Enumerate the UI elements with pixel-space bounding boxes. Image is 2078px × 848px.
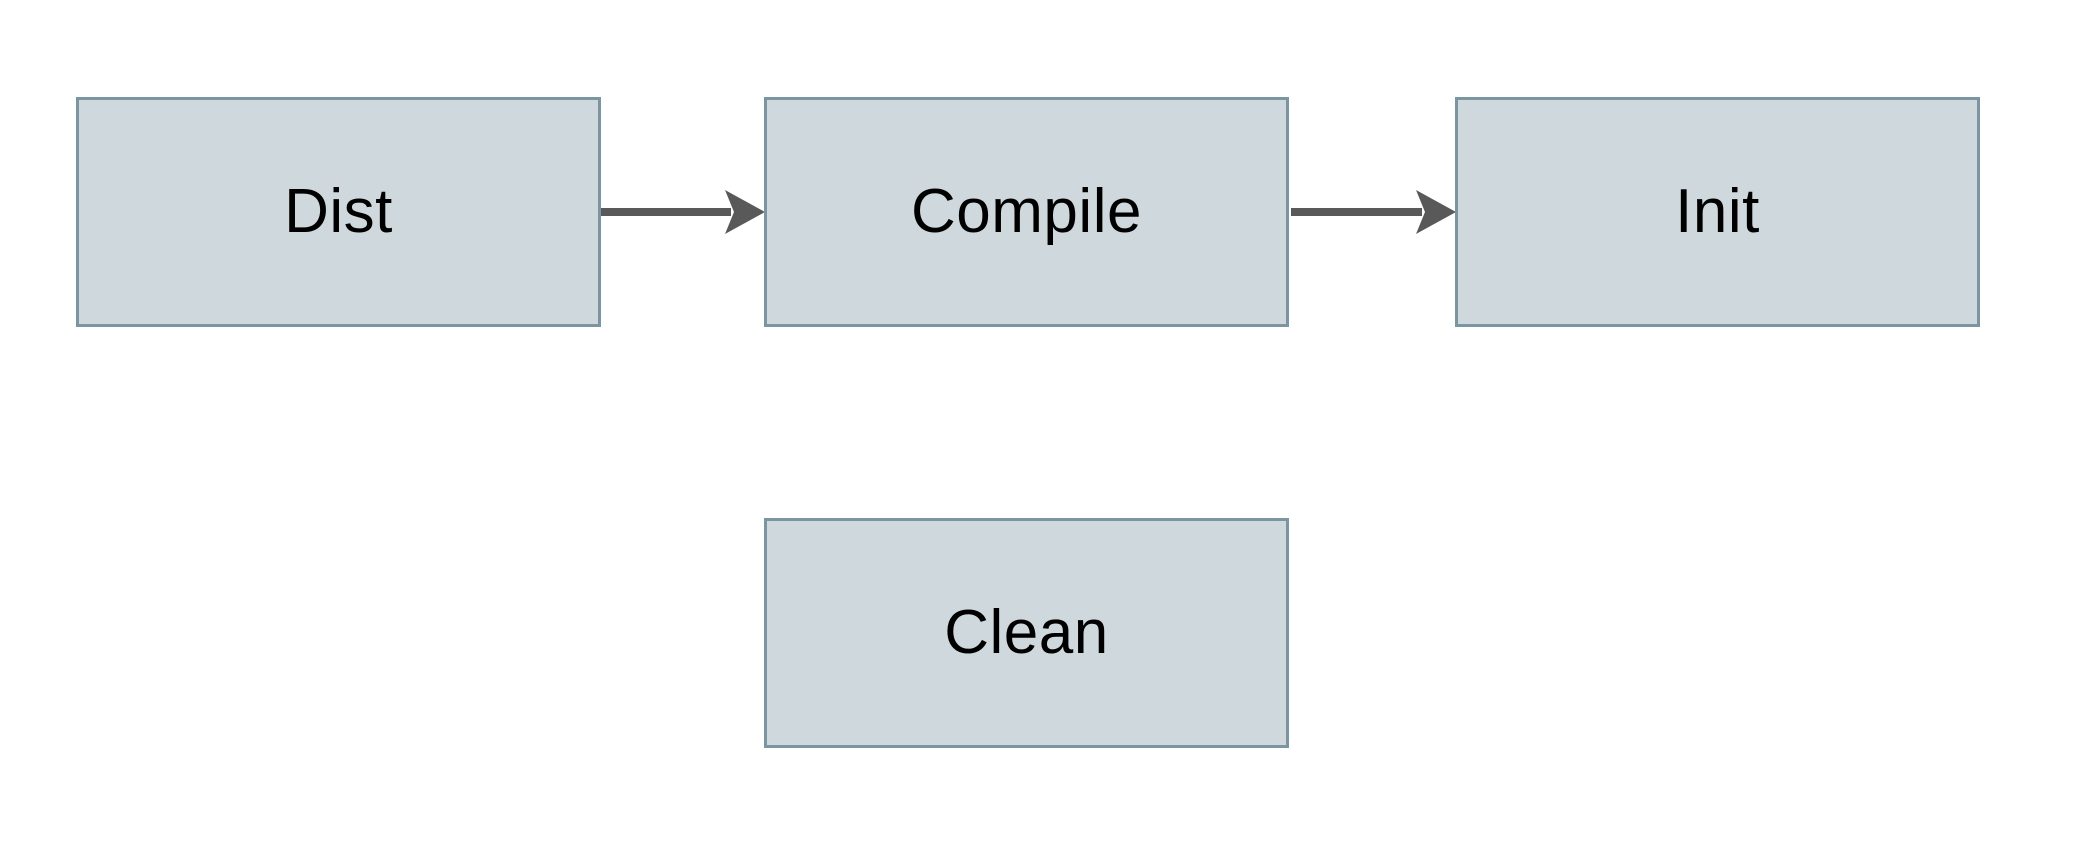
arrow-dist-to-compile-icon (601, 190, 765, 234)
node-clean[interactable]: Clean (764, 518, 1289, 748)
node-clean-label: Clean (944, 598, 1109, 667)
node-dist-label: Dist (284, 177, 393, 246)
node-compile-label: Compile (911, 177, 1142, 246)
node-init[interactable]: Init (1455, 97, 1980, 327)
node-init-label: Init (1675, 177, 1760, 246)
node-dist[interactable]: Dist (76, 97, 601, 327)
node-compile[interactable]: Compile (764, 97, 1289, 327)
arrow-compile-to-init-icon (1291, 190, 1456, 234)
